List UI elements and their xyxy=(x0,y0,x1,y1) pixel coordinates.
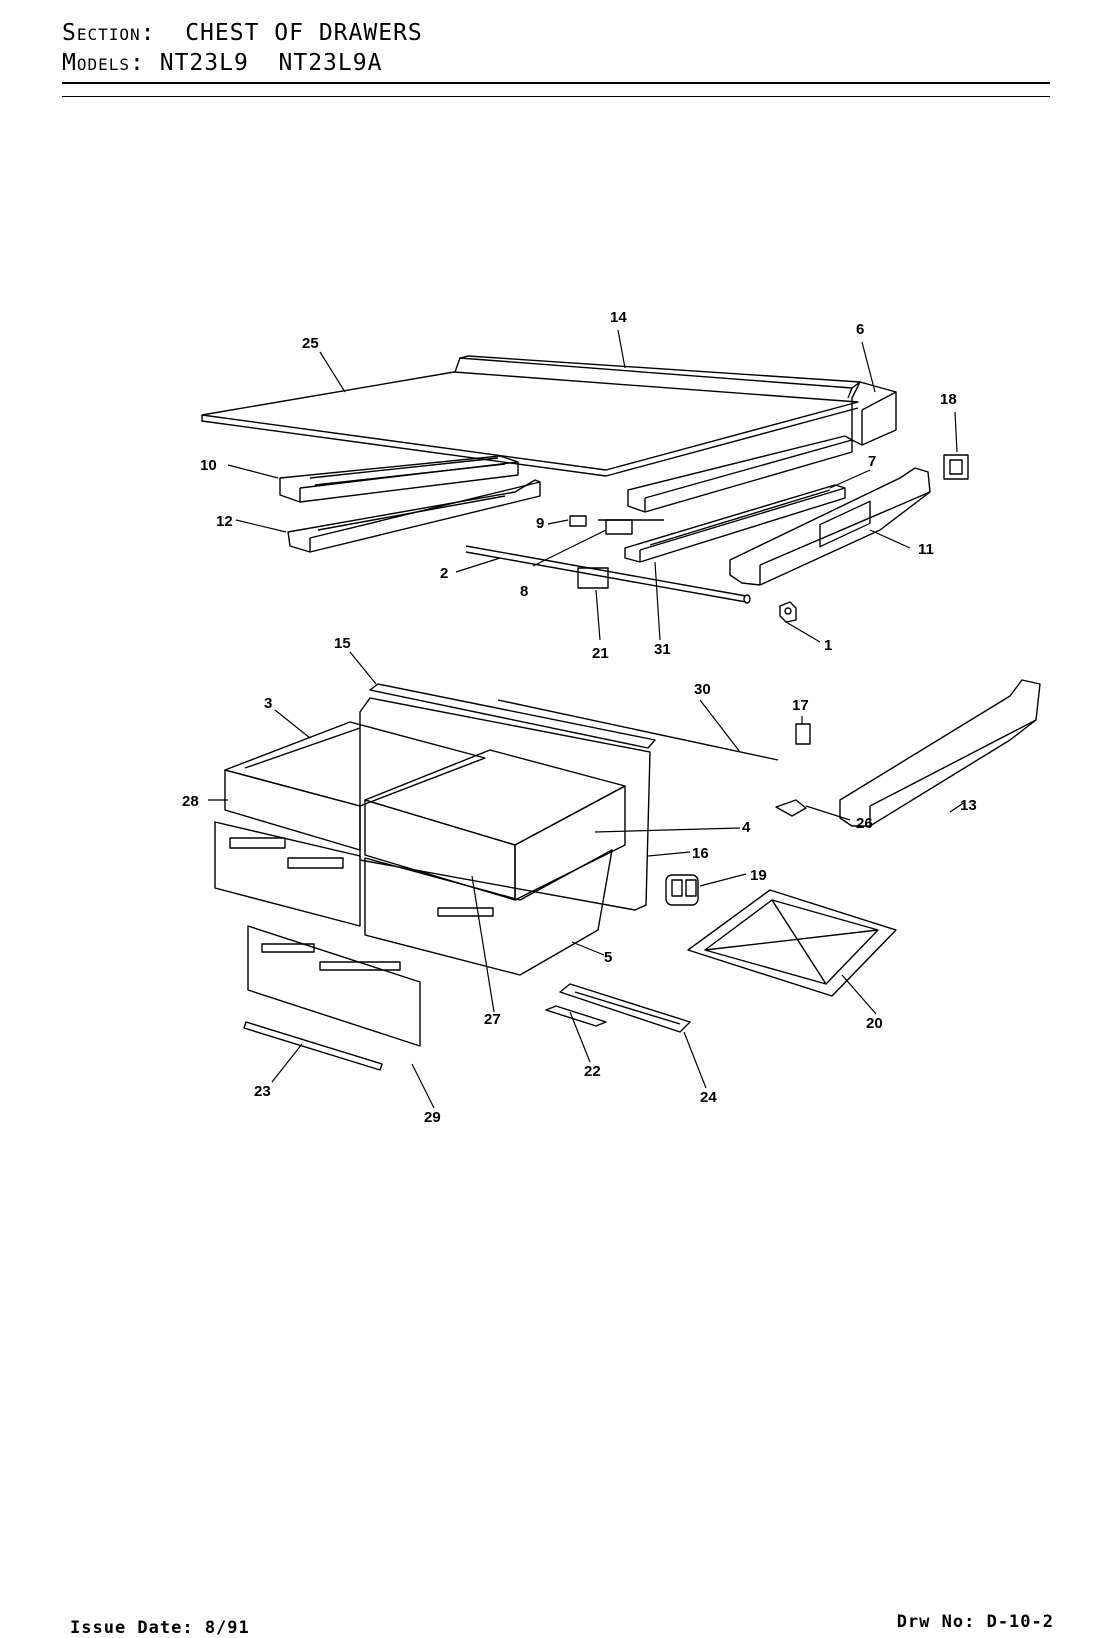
part-12-left-rail xyxy=(287,479,541,553)
callout-27: 27 xyxy=(484,1011,501,1028)
part-24-track xyxy=(559,983,691,1033)
part-6-bracket xyxy=(851,381,897,446)
drawing-number: Drw No: D-10-2 xyxy=(896,1612,1054,1632)
part-7-rail-slide xyxy=(624,484,846,563)
leader-lines xyxy=(208,329,966,1109)
part-9-clip xyxy=(569,515,587,527)
part-13-side-support xyxy=(839,679,1041,827)
callout-11: 11 xyxy=(918,541,934,558)
part-19-clip xyxy=(665,874,699,906)
callout-8: 8 xyxy=(520,583,528,600)
callout-12: 12 xyxy=(216,513,233,530)
callout-17: 17 xyxy=(792,697,809,714)
callout-22: 22 xyxy=(584,1063,601,1080)
callout-2: 2 xyxy=(440,565,448,582)
part-22-bar xyxy=(545,1005,607,1027)
callout-20: 20 xyxy=(866,1015,883,1032)
exploded-parts-diagram: 14 25 6 18 10 7 12 9 8 2 11 21 31 1 15 3… xyxy=(182,309,1041,1126)
part-15-trim xyxy=(369,683,656,749)
title-block: Section: CHEST OF DRAWERS Models: NT23L9… xyxy=(62,18,423,78)
callout-4: 4 xyxy=(742,819,751,836)
section-line: Section: CHEST OF DRAWERS xyxy=(62,18,423,48)
callout-25: 25 xyxy=(302,335,319,352)
part-25-shelf xyxy=(201,371,859,477)
callout-1: 1 xyxy=(824,637,832,654)
part-1-fastener xyxy=(779,601,797,623)
callout-10: 10 xyxy=(200,457,217,474)
part-left-lower-drawer xyxy=(214,821,361,927)
section-value: CHEST OF DRAWERS xyxy=(185,20,423,46)
part-11-side-support xyxy=(729,467,931,586)
callout-18: 18 xyxy=(940,391,957,408)
part-26-fastener xyxy=(775,799,807,817)
callout-13: 13 xyxy=(960,797,977,814)
part-2-rod xyxy=(465,545,751,604)
part-4-drawer xyxy=(364,749,626,901)
callout-5: 5 xyxy=(604,949,612,966)
header-rule-top xyxy=(62,82,1050,84)
header-rule-bottom xyxy=(62,96,1050,97)
part-18-clip xyxy=(943,454,969,480)
callout-24: 24 xyxy=(700,1089,717,1106)
models-label: Models: xyxy=(62,50,145,76)
issue-date: Issue Date: 8/91 xyxy=(70,1618,250,1638)
part-23-trim xyxy=(243,1021,383,1071)
callout-29: 29 xyxy=(424,1109,441,1126)
callout-9: 9 xyxy=(536,515,544,532)
callout-31: 31 xyxy=(654,641,671,658)
models-line: Models: NT23L9 NT23L9A xyxy=(62,48,423,78)
part-30-rod xyxy=(497,699,779,761)
callout-21: 21 xyxy=(592,645,609,662)
callout-14: 14 xyxy=(610,309,627,326)
callout-30: 30 xyxy=(694,681,711,698)
callout-6: 6 xyxy=(856,321,864,338)
callout-28: 28 xyxy=(182,793,199,810)
callout-26: 26 xyxy=(856,815,873,832)
callout-19: 19 xyxy=(750,867,767,884)
callout-23: 23 xyxy=(254,1083,271,1100)
callout-7: 7 xyxy=(868,453,876,470)
part-17-clip xyxy=(795,723,811,745)
part-10-left-rail xyxy=(279,455,519,503)
part-20-tray-frame xyxy=(687,889,897,997)
callout-labels: 14 25 6 18 10 7 12 9 8 2 11 21 31 1 15 3… xyxy=(182,309,977,1126)
models-value: NT23L9 NT23L9A xyxy=(159,50,383,76)
part-8-clip xyxy=(605,519,633,535)
section-label: Section: xyxy=(62,20,156,46)
callout-3: 3 xyxy=(264,695,272,712)
part-5-drawer xyxy=(364,849,613,976)
callout-15: 15 xyxy=(334,635,351,652)
part-28-drawer xyxy=(224,721,486,851)
part-29-drawer-front xyxy=(247,925,421,1047)
part-right-upper-rail xyxy=(627,435,853,513)
callout-16: 16 xyxy=(692,845,709,862)
